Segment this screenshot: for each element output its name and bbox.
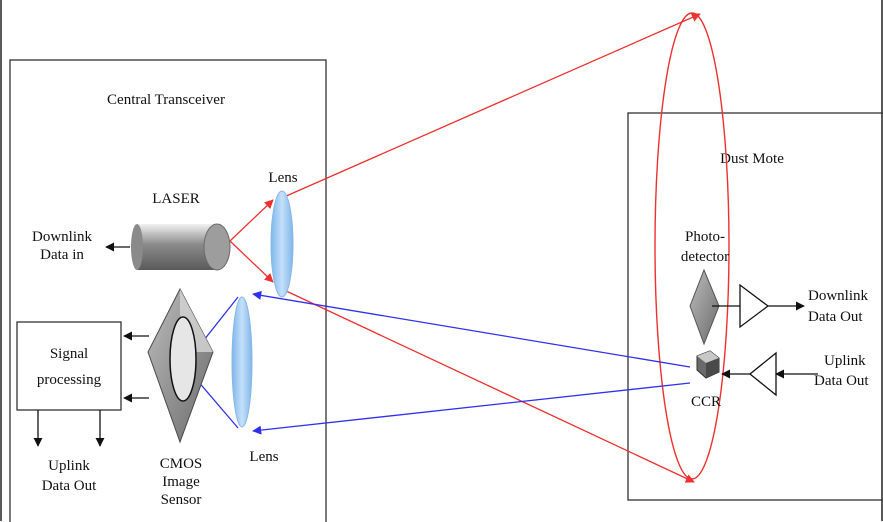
dust-mote-box [627, 112, 883, 501]
central-transceiver-title: Central Transceiver [107, 92, 225, 108]
dust-mote-title: Dust Mote [720, 151, 784, 167]
upper-lens-label: Lens [268, 170, 297, 186]
cmos-label-line2: Image [162, 474, 200, 490]
downlink-beam-upper [283, 13, 701, 198]
uplink-beam-upper [252, 290, 691, 368]
downlink-amplifier [739, 283, 770, 329]
cmos-image-sensor [147, 287, 214, 444]
downlink-out-line1: Downlink [808, 288, 869, 304]
lower-lens-label: Lens [249, 449, 278, 465]
signal-processing-line1: Signal [50, 346, 88, 362]
laser-emitter [131, 223, 231, 271]
lower-lens [231, 296, 253, 428]
laser-beam-lower [229, 240, 274, 283]
uplink-out-line2: Data Out [42, 478, 97, 494]
ccr-label: CCR [691, 394, 721, 410]
laser-beam-upper [229, 199, 274, 242]
signal-processing-box [16, 321, 122, 411]
downlink-beam-lower [283, 289, 695, 483]
uplink-amplifier [748, 351, 777, 397]
ccr-cube [696, 350, 720, 379]
downlink-in-line2: Data in [40, 247, 84, 263]
signal-processing-line2: processing [37, 372, 102, 388]
cmos-label-line1: CMOS [160, 456, 203, 472]
central-transceiver-box [9, 59, 327, 522]
uplink-in-line1: Uplink [824, 353, 866, 369]
uplink-out-line1: Uplink [48, 458, 90, 474]
photodetector-label-line1: Photo- [685, 229, 725, 245]
downlink-out-line2: Data Out [808, 309, 863, 325]
uplink-beam-lower [252, 382, 691, 435]
downlink-in-line1: Downlink [32, 229, 93, 245]
photodetector [689, 268, 720, 346]
upper-lens [270, 190, 294, 298]
laser-label: LASER [152, 191, 200, 207]
photodetector-label-line2: detector [681, 249, 729, 265]
uplink-in-line2: Data Out [814, 373, 869, 389]
cmos-label-line3: Sensor [161, 492, 202, 508]
